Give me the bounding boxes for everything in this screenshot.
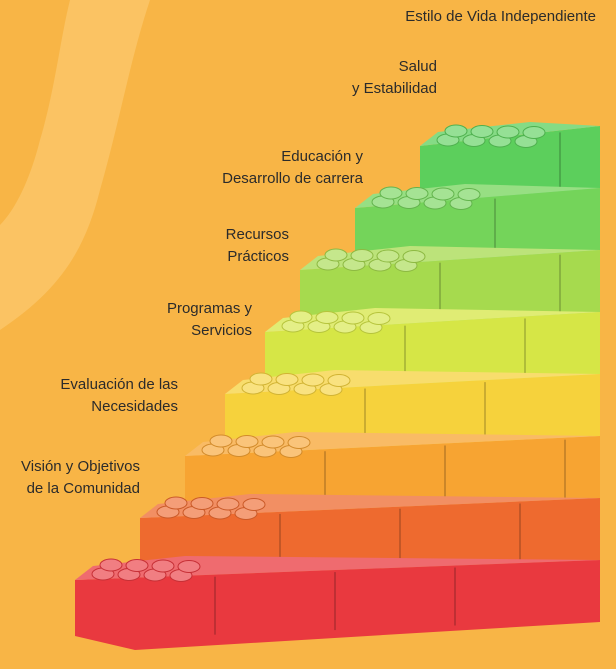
step-label-vision-objectives: Visión y Objetivos de la Comunidad — [21, 458, 140, 497]
brick-stud — [522, 126, 546, 139]
brick-stud — [151, 559, 175, 573]
step-label-programs-services: Programas y Servicios — [166, 300, 252, 339]
brick-row-front — [75, 560, 600, 650]
brick-stud — [301, 373, 325, 387]
brick-stud — [457, 188, 481, 201]
brick-stud — [261, 435, 285, 449]
brick-stud — [496, 125, 520, 139]
brick-stud — [235, 435, 259, 448]
brick-row-0 — [75, 556, 600, 650]
brick-stud — [402, 250, 426, 263]
brick-stud — [125, 559, 149, 572]
brick-stud — [431, 187, 455, 201]
brick-stud — [287, 436, 311, 449]
step-label-practical-resources: Recursos Prácticos — [225, 226, 289, 265]
brick-stud — [444, 124, 468, 138]
brick-stud — [315, 311, 339, 324]
brick-stud — [177, 560, 201, 573]
step-label-education-career: Educación y Desarrollo de carrera — [222, 148, 363, 187]
brick-stud — [327, 374, 351, 387]
step-label-health-stability: Salud y Estabilidad — [351, 58, 437, 97]
brick-stud — [242, 498, 266, 511]
brick-stud — [341, 311, 365, 325]
brick-stud — [324, 248, 348, 262]
brick-stud — [350, 249, 374, 262]
step-label-needs-assessment: Evaluación de las Necesidades — [60, 376, 178, 415]
brick-stud — [376, 249, 400, 263]
brick-stud — [470, 125, 494, 138]
brick-stud — [367, 312, 391, 325]
brick-stud — [275, 373, 299, 386]
brick-stud — [405, 187, 429, 200]
brick-stud — [99, 558, 123, 572]
brick-stud — [164, 496, 188, 510]
decorative-shape-inner — [0, 0, 70, 225]
brick-stud — [216, 497, 240, 511]
brick-stud — [289, 310, 313, 324]
brick-row-top — [75, 556, 600, 580]
brick-stud — [249, 372, 273, 386]
brick-stud — [379, 186, 403, 200]
step-label-independent-living: Estilo de Vida Independiente — [405, 8, 596, 25]
brick-stud — [190, 497, 214, 510]
brick-stud — [209, 434, 233, 448]
